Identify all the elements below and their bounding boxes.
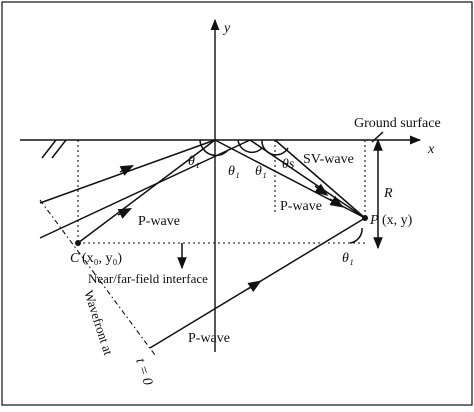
wavefront-time: t = 0	[132, 357, 155, 388]
point-p-label: P	[369, 213, 379, 228]
p-wave-right-label: P-wave	[280, 199, 322, 214]
ground-surface-label: Ground surface	[354, 116, 441, 131]
theta-label-2: θ₁	[228, 164, 240, 179]
p-ray-lower-arrow	[247, 280, 262, 293]
ground-hatch	[41, 139, 67, 159]
wavefront-label: Wavefront at	[81, 288, 116, 357]
theta-label-p: θ₁	[342, 251, 354, 266]
angle-arc-sv	[261, 139, 289, 156]
point-c-coords: (x₀, y₀)	[82, 251, 122, 266]
sv-wave-label: SV-wave	[303, 152, 354, 167]
r-label: R	[383, 186, 393, 201]
wavefront-line	[39, 199, 156, 356]
sv-arrow	[314, 183, 329, 197]
x-axis-label: x	[427, 142, 435, 157]
sv-reflected	[274, 139, 366, 219]
point-c-label: C	[70, 251, 80, 266]
theta-s-label: θs	[282, 157, 295, 172]
angle-arc-p	[349, 227, 363, 244]
y-axis-label: y	[222, 21, 231, 36]
theta-label-3: θ₁	[255, 164, 267, 179]
p-reflected-arrow	[329, 195, 344, 208]
p-ray-middle	[39, 139, 251, 239]
angle-arc-mid	[237, 139, 263, 154]
point-c-marker	[75, 240, 81, 246]
angle-arc-origin	[199, 139, 229, 157]
p-ray-middle-arrow	[117, 207, 133, 219]
point-p-marker	[362, 215, 368, 221]
p-ray-upper-arrow	[119, 164, 135, 176]
p-ray-upper	[39, 139, 216, 204]
point-p-coords: (x, y)	[382, 213, 413, 228]
p-wave-lower-label: P-wave	[188, 331, 230, 346]
frame-border	[1, 1, 473, 406]
interface-label: Near/far-field interface	[88, 271, 208, 286]
p-wave-upper-label: P-wave	[138, 214, 180, 229]
p-ray-from-c	[77, 139, 216, 244]
theta-label-1: θ₁	[188, 154, 200, 169]
